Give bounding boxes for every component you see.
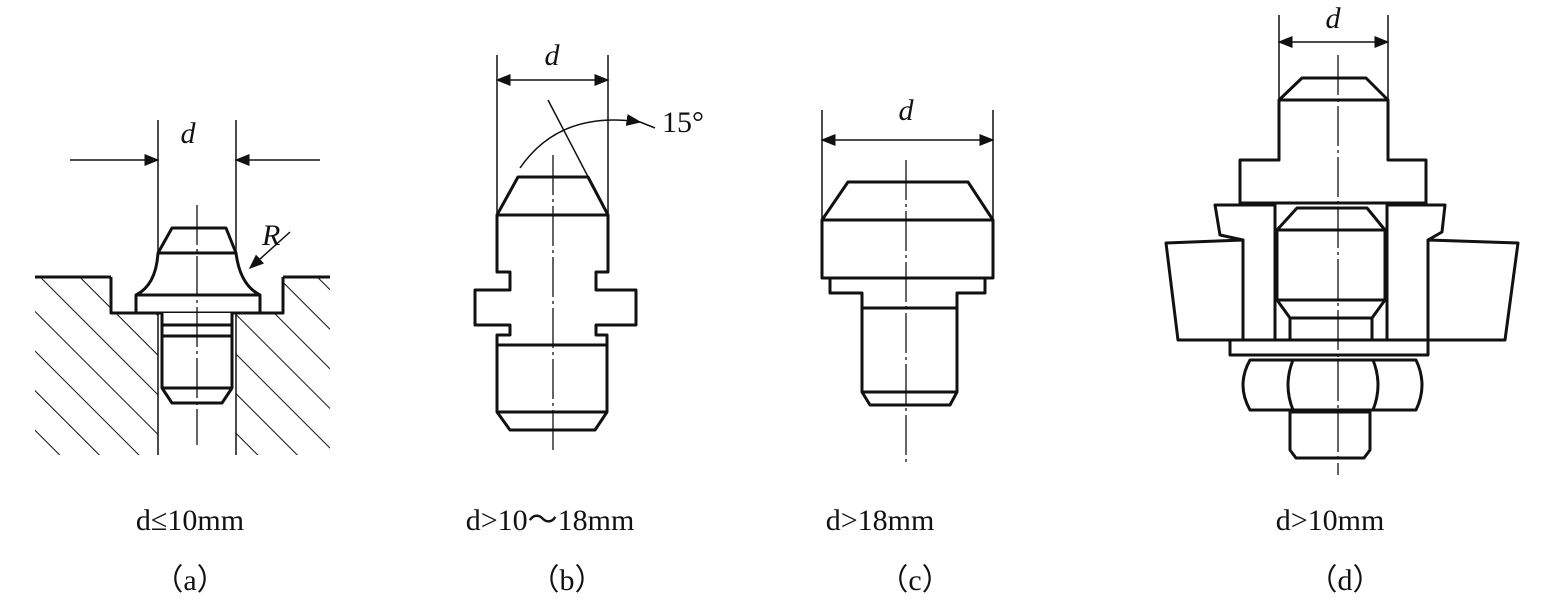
locating-pin <box>1238 76 1428 205</box>
workpiece-hatching-left <box>35 277 158 455</box>
dimension-d-label: d <box>545 39 561 72</box>
workpiece-left <box>1164 238 1245 342</box>
dimension-d-label: d <box>181 117 197 150</box>
dimension-d-label: d <box>899 94 915 127</box>
caption-a: （a） <box>153 564 226 597</box>
panel-b: d 15° d>10～18mm （b） <box>466 39 704 597</box>
caption-b: （b） <box>530 564 605 597</box>
panel-c: d d>18mm （c） <box>820 94 995 597</box>
panel-d: d d>10mm （d） <box>1164 2 1520 597</box>
dimension-d-label: d <box>1326 2 1342 35</box>
bushing-right <box>1385 203 1447 342</box>
bolt-end <box>1288 410 1372 460</box>
caption-d: （d） <box>1308 564 1383 597</box>
workpiece-right <box>1426 238 1520 342</box>
condition-label-a: d≤10mm <box>136 504 244 537</box>
washer <box>1228 338 1430 357</box>
condition-label-c: d>18mm <box>826 504 935 537</box>
locating-pin <box>134 226 262 315</box>
panel-a: d R d≤10mm （a） <box>35 117 330 597</box>
workpiece-hatching-right <box>236 277 330 455</box>
condition-label-d: d>10mm <box>1276 504 1385 537</box>
caption-c: （c） <box>878 564 951 597</box>
radius-label: R <box>261 219 280 252</box>
angle-label: 15° <box>662 106 704 139</box>
hex-nut <box>1241 358 1424 412</box>
locating-pin <box>820 180 995 407</box>
condition-label-b: d>10～18mm <box>466 504 635 537</box>
bushing-left <box>1213 203 1277 342</box>
locating-pin <box>473 175 638 432</box>
